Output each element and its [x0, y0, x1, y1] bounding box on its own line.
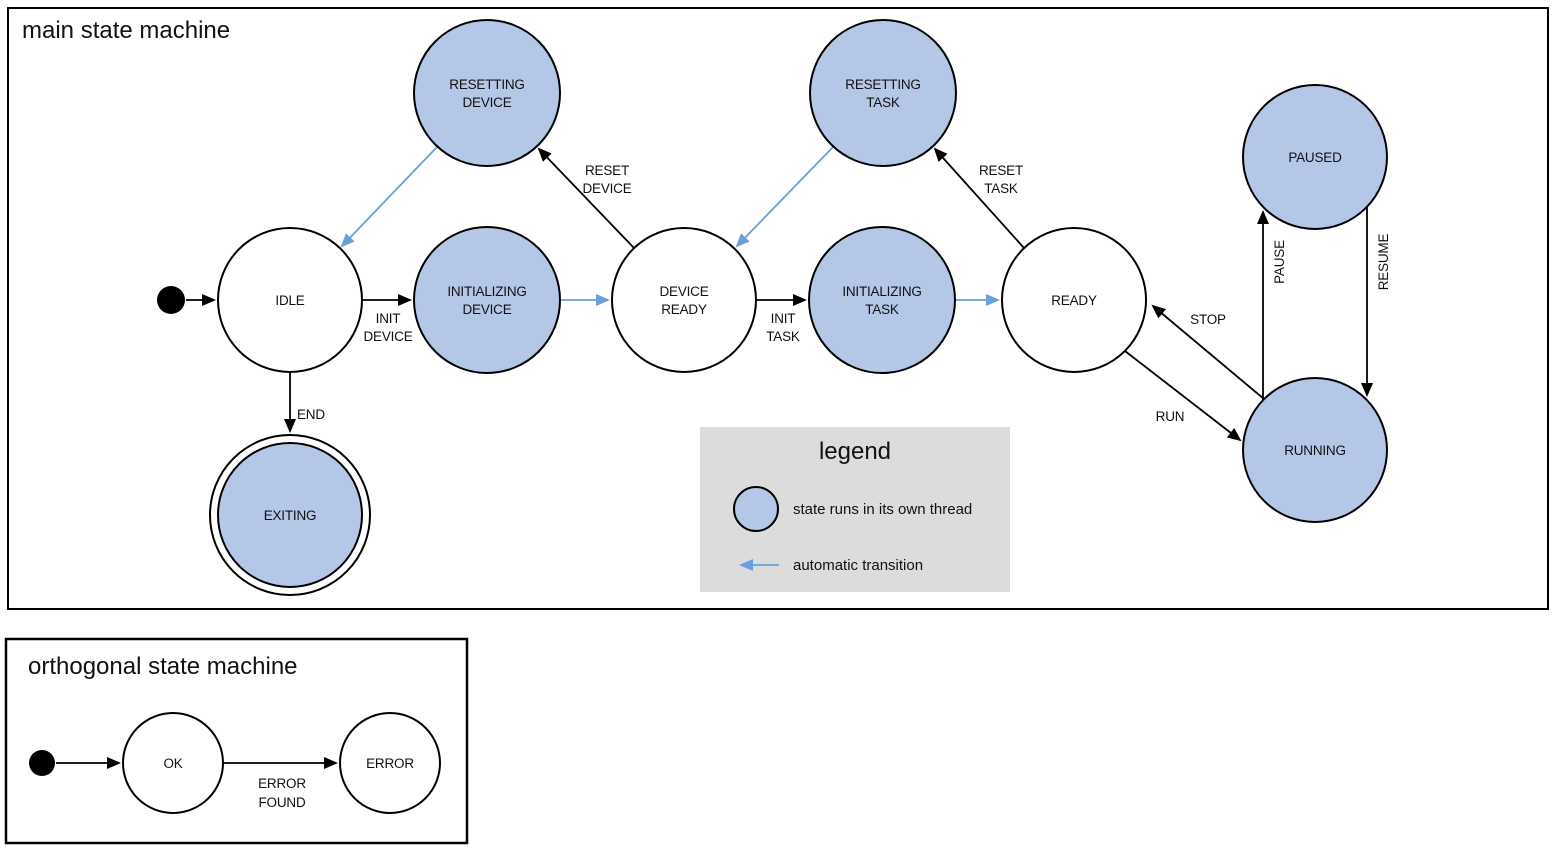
- transition-label-reset-device: RESET DEVICE: [582, 163, 631, 196]
- transition-label-text: DEVICE: [582, 181, 631, 196]
- state-label: DEVICE: [659, 284, 708, 299]
- orthogonal-machine-title: orthogonal state machine: [28, 653, 298, 680]
- transition-stop: [1151, 304, 1265, 400]
- state-idle: IDLE: [217, 227, 363, 373]
- state-running: RUNNING: [1242, 377, 1388, 523]
- state-label: RESETTING: [449, 77, 524, 92]
- state-device-ready: DEVICE READY: [611, 227, 757, 373]
- state-paused: PAUSED: [1242, 84, 1388, 230]
- state-circle: [413, 226, 561, 374]
- transition-reset-task: [933, 147, 1025, 249]
- state-label: READY: [661, 302, 707, 317]
- initial-state-dot: [157, 286, 185, 314]
- state-resetting-device: RESETTING DEVICE: [413, 19, 561, 167]
- transition-label-text: RESET: [979, 163, 1023, 178]
- state-label: INITIALIZING: [447, 284, 526, 299]
- state-label: RESETTING: [845, 77, 920, 92]
- state-circle: [808, 226, 956, 374]
- transition-label-error-found: ERROR FOUND: [258, 776, 306, 810]
- state-circle: [809, 19, 957, 167]
- transition-label-text: DEVICE: [363, 329, 412, 344]
- transition-auto-resetting-device-to-idle: [340, 146, 438, 248]
- transition-run: [1124, 350, 1242, 442]
- transition-label-text: TASK: [766, 329, 800, 344]
- legend-title: legend: [819, 438, 891, 465]
- legend-box: legend state runs in its own thread auto…: [700, 427, 1010, 592]
- state-resetting-task: RESETTING TASK: [809, 19, 957, 167]
- state-label: READY: [1051, 293, 1097, 308]
- state-circle: [413, 19, 561, 167]
- state-label: EXITING: [264, 508, 317, 523]
- state-label: INITIALIZING: [842, 284, 921, 299]
- orthogonal-initial-state-dot: [29, 750, 55, 776]
- transition-label-init-task: INIT TASK: [766, 311, 800, 344]
- state-circle: [122, 712, 224, 814]
- transition-label-run: RUN: [1156, 409, 1185, 424]
- state-label: OK: [163, 756, 182, 771]
- transition-label-text: TASK: [984, 181, 1018, 196]
- state-ok: OK: [122, 712, 224, 814]
- state-initializing-device: INITIALIZING DEVICE: [413, 226, 561, 374]
- state-circle: [611, 227, 757, 373]
- state-label: DEVICE: [462, 95, 511, 110]
- state-circle: [1242, 377, 1388, 523]
- legend-auto-label: automatic transition: [793, 557, 923, 574]
- transition-label-end: END: [297, 407, 325, 422]
- transition-auto-resetting-task-to-device-ready: [735, 146, 834, 248]
- state-initializing-task: INITIALIZING TASK: [808, 226, 956, 374]
- legend-thread-label: state runs in its own thread: [793, 501, 972, 518]
- main-machine-title: main state machine: [22, 17, 230, 44]
- state-label: TASK: [866, 95, 900, 110]
- state-label: PAUSED: [1288, 150, 1342, 165]
- state-ready: READY: [1001, 227, 1147, 373]
- transition-label-text: ERROR: [258, 776, 306, 791]
- transition-label-stop: STOP: [1190, 312, 1226, 327]
- state-label: ERROR: [366, 756, 414, 771]
- transition-label-text: INIT: [771, 311, 796, 326]
- state-circle: [217, 442, 363, 588]
- state-label: TASK: [865, 302, 899, 317]
- state-exiting-final: EXITING: [209, 434, 371, 596]
- state-label: DEVICE: [462, 302, 511, 317]
- transition-label-pause: PAUSE: [1272, 240, 1287, 284]
- state-circle: [1001, 227, 1147, 373]
- transition-label-resume: RESUME: [1376, 234, 1391, 291]
- state-error: ERROR: [339, 712, 441, 814]
- transition-reset-device: [537, 147, 635, 249]
- state-circle: [217, 227, 363, 373]
- state-label: RUNNING: [1284, 443, 1346, 458]
- state-circle: [339, 712, 441, 814]
- legend-thread-state-icon: [733, 486, 779, 532]
- transition-label-init-device: INIT DEVICE: [363, 311, 412, 344]
- transition-label-reset-task: RESET TASK: [979, 163, 1023, 196]
- transition-label-text: RESET: [585, 163, 629, 178]
- state-label: IDLE: [275, 293, 304, 308]
- transition-label-text: FOUND: [259, 795, 306, 810]
- state-circle: [1242, 84, 1388, 230]
- transition-label-text: INIT: [376, 311, 401, 326]
